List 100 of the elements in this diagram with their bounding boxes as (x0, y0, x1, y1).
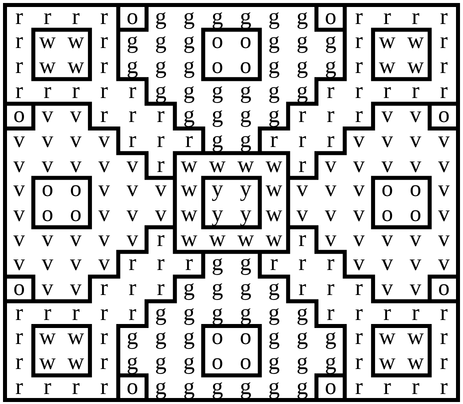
grid-letter: g (238, 253, 252, 274)
grid-letter: y (210, 204, 224, 224)
grid-letter: v (12, 228, 26, 249)
grid-letter: w (208, 154, 227, 175)
grid-letter: o (324, 376, 338, 397)
grid-letter: o (380, 204, 394, 224)
grid-letter: r (410, 376, 420, 397)
grid-letter: r (70, 376, 81, 397)
grid-letter: v (380, 278, 394, 298)
grid-letter: g (126, 327, 140, 348)
grid-letter: g (182, 302, 196, 323)
grid-letter: r (354, 302, 364, 323)
grid-letter: r (99, 31, 109, 52)
grid-letter: o (408, 179, 422, 200)
grid-letter: v (40, 253, 54, 274)
grid-letter: r (99, 376, 109, 397)
grid-letter: v (324, 204, 338, 224)
grid-letter: w (38, 31, 57, 52)
grid-letter: v (126, 154, 140, 175)
grid-letter: o (126, 376, 140, 397)
grid-letter: r (382, 6, 392, 26)
grid-letter: r (99, 80, 109, 101)
grid-letter: v (352, 130, 366, 150)
grid-letter: r (354, 352, 364, 372)
grid-letter: v (126, 179, 140, 200)
grid-letter: o (40, 204, 54, 224)
grid-letter: r (439, 352, 449, 372)
grid-letter: w (236, 228, 255, 249)
grid-letter: v (437, 130, 451, 150)
grid-letter: r (99, 6, 109, 26)
grid-letter: r (156, 130, 166, 150)
grid-letter: g (267, 352, 281, 372)
grid-letter: v (324, 179, 338, 200)
grid-letter: g (126, 31, 140, 52)
grid-letter: r (128, 253, 138, 274)
grid-letter: r (439, 376, 449, 397)
grid-letter: r (14, 302, 24, 323)
grid-letter: r (128, 80, 138, 101)
grid-letter: g (210, 278, 224, 298)
grid-letter: r (439, 6, 449, 26)
grid-letter: v (324, 228, 338, 249)
grid-letter: r (326, 253, 336, 274)
grid-letter: g (182, 327, 196, 348)
grid-letter: w (378, 327, 397, 348)
grid-letter: r (297, 228, 308, 249)
grid-letter: r (354, 327, 364, 348)
grid-letter: v (380, 253, 394, 274)
grid-letter: v (69, 278, 83, 298)
grid-letter: r (410, 302, 420, 323)
grid-letter: w (66, 327, 86, 348)
grid-letter: v (380, 130, 394, 150)
grid-letter: w (264, 179, 284, 200)
grid-letter: v (69, 130, 83, 150)
grid-letter: g (296, 6, 310, 26)
grid-letter: v (324, 154, 338, 175)
grid-letter: o (210, 352, 224, 372)
grid-letter: w (38, 56, 57, 76)
grid-letter: v (69, 253, 83, 274)
grid-letter: w (236, 154, 255, 175)
grid-letter: g (210, 130, 224, 150)
grid-letter: r (156, 154, 166, 175)
grid-letter: g (154, 31, 168, 52)
grid-letter: r (410, 80, 420, 101)
grid-letter: o (238, 31, 252, 52)
grid-letter: r (14, 80, 24, 101)
grid-letter: o (210, 31, 224, 52)
grid-letter: r (354, 278, 364, 298)
grid-letter: v (126, 228, 140, 249)
grid-letter: r (382, 302, 392, 323)
grid-letter: v (12, 179, 26, 200)
grid-letter: v (154, 179, 168, 200)
grid-letter: w (264, 204, 284, 224)
grid-letter: g (324, 56, 338, 76)
grid-letter: r (128, 302, 138, 323)
grid-letter: g (210, 253, 224, 274)
grid-letter: v (437, 179, 451, 200)
grid-letter: o (12, 278, 26, 298)
grid-letter: o (69, 179, 83, 200)
grid-letter: g (267, 105, 281, 126)
grid-letter: r (184, 130, 194, 150)
grid-letter: g (210, 80, 224, 101)
grid-letter: r (326, 278, 336, 298)
grid-letter: w (378, 31, 397, 52)
grid-letter: o (238, 352, 252, 372)
grid-letter: g (267, 302, 281, 323)
grid-letter: o (324, 6, 338, 26)
grid-letter: g (154, 56, 168, 76)
grid-letter: r (156, 105, 166, 126)
grid-letter: v (69, 105, 83, 126)
grid-letter: w (180, 228, 198, 249)
grid-letter: v (69, 154, 83, 175)
grid-letter: w (38, 327, 57, 348)
grid-letter: g (324, 327, 338, 348)
grid-letter: o (437, 105, 451, 126)
grid-letter: r (14, 376, 24, 397)
grid-letter: g (267, 278, 281, 298)
grid-letter: r (128, 105, 138, 126)
grid-letter: y (238, 179, 252, 200)
grid-letter: r (354, 56, 364, 76)
grid-letter: v (408, 105, 422, 126)
